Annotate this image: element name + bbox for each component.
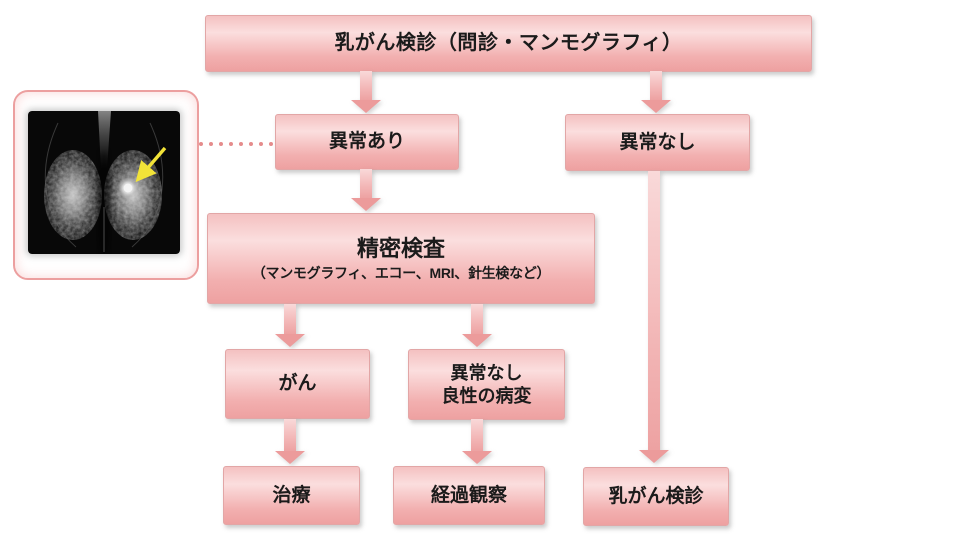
- arrow-shaft: [648, 171, 660, 450]
- arrow-shaft: [650, 71, 662, 100]
- flow-arrow-icon: [462, 304, 492, 347]
- arrow-shaft: [284, 419, 296, 451]
- long-flow-arrow-icon: [639, 171, 669, 463]
- arrow-shaft: [360, 169, 372, 198]
- arrow-shaft: [471, 419, 483, 451]
- arrow-shaft: [284, 304, 296, 334]
- detailed-exam-sublabel: （マンモグラフィ、エコー、MRI、針生検など）: [251, 265, 551, 281]
- arrow-head: [462, 451, 492, 464]
- screening-label: 乳がん検診: [608, 485, 704, 507]
- normal-box: 異常なし: [565, 114, 750, 171]
- arrow-head: [639, 450, 669, 463]
- flow-arrow-icon: [641, 71, 671, 113]
- flow-title-label: 乳がん検診（問診・マンモグラフィ）: [334, 32, 683, 54]
- benign-label-line1: 異常なし: [450, 363, 523, 383]
- arrow-head: [275, 334, 305, 347]
- followup-box: 経過観察: [393, 466, 545, 525]
- cancer-label: がん: [278, 373, 317, 395]
- treatment-label: 治療: [272, 484, 311, 506]
- treatment-box: 治療: [223, 466, 360, 525]
- mammogram-panel: [13, 90, 199, 280]
- abnormal-label: 異常あり: [328, 131, 405, 153]
- arrow-head: [275, 451, 305, 464]
- detailed-exam-box: 精密検査 （マンモグラフィ、エコー、MRI、針生検など）: [207, 213, 595, 304]
- flow-title-box: 乳がん検診（問診・マンモグラフィ）: [205, 15, 812, 72]
- screening-box: 乳がん検診: [583, 467, 729, 526]
- abnormal-box: 異常あり: [275, 114, 459, 170]
- mammogram-image: [28, 111, 180, 254]
- arrow-head: [351, 198, 381, 211]
- arrow-shaft: [471, 304, 483, 334]
- flow-arrow-icon: [351, 71, 381, 113]
- flow-arrow-icon: [351, 169, 381, 211]
- arrow-head: [462, 334, 492, 347]
- arrow-head: [641, 100, 671, 113]
- followup-label: 経過観察: [430, 484, 507, 506]
- benign-box: 異常なし 良性の病変: [408, 349, 565, 420]
- arrow-head: [351, 100, 381, 113]
- tumor-highlight-arrow-icon: [135, 146, 167, 183]
- dotted-connector: [199, 141, 277, 146]
- normal-label: 異常なし: [619, 131, 696, 153]
- flow-arrow-icon: [275, 304, 305, 347]
- flow-arrow-icon: [462, 419, 492, 464]
- cancer-box: がん: [225, 349, 370, 419]
- benign-label-line2: 良性の病変: [441, 385, 532, 406]
- arrow-shaft: [360, 71, 372, 100]
- flow-arrow-icon: [275, 419, 305, 464]
- detailed-exam-label: 精密検査: [356, 235, 445, 261]
